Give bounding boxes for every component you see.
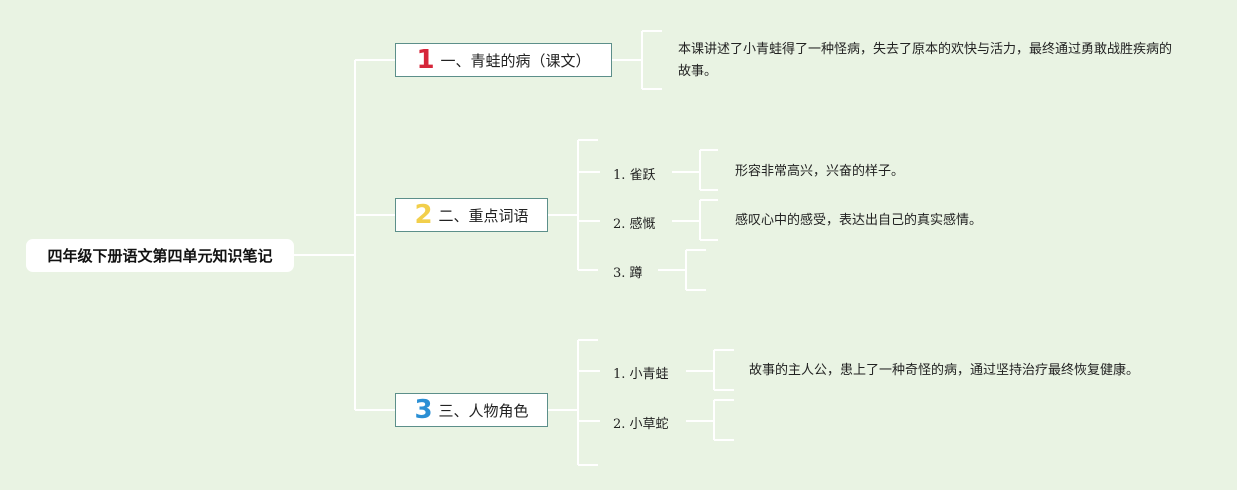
root-node[interactable]: 四年级下册语文第四单元知识笔记: [26, 239, 294, 272]
character-item-2[interactable]: 2. 小草蛇: [613, 417, 669, 432]
word-item-2[interactable]: 2. 感慨: [613, 217, 656, 232]
branch-label: 二、重点词语: [438, 206, 529, 225]
branch-node-2[interactable]: 2 二、重点词语: [395, 198, 548, 232]
branch-label: 三、人物角色: [438, 401, 529, 420]
word-item-2-description: 感叹心中的感受，表达出自己的真实感情。: [735, 213, 983, 228]
word-item-1[interactable]: 1. 雀跃: [613, 168, 656, 183]
character-item-1-description: 故事的主人公，患上了一种奇怪的病，通过坚持治疗最终恢复健康。: [749, 363, 1140, 378]
branch-1-description: 本课讲述了小青蛙得了一种怪病，失去了原本的欢快与活力，最终通过勇敢战胜疾病的故事…: [678, 42, 1173, 79]
number-3-icon: 3: [414, 395, 433, 425]
number-2-icon: 2: [414, 200, 433, 230]
word-item-3[interactable]: 3. 蹲: [613, 266, 643, 281]
branch-label: 一、青蛙的病（课文）: [440, 51, 591, 70]
branch-node-1[interactable]: 1 一、青蛙的病（课文）: [395, 43, 612, 77]
word-item-1-description: 形容非常高兴，兴奋的样子。: [735, 164, 905, 179]
branch-node-3[interactable]: 3 三、人物角色: [395, 393, 548, 427]
character-item-1[interactable]: 1. 小青蛙: [613, 367, 669, 382]
number-1-icon: 1: [416, 45, 435, 75]
root-title: 四年级下册语文第四单元知识笔记: [47, 247, 273, 265]
